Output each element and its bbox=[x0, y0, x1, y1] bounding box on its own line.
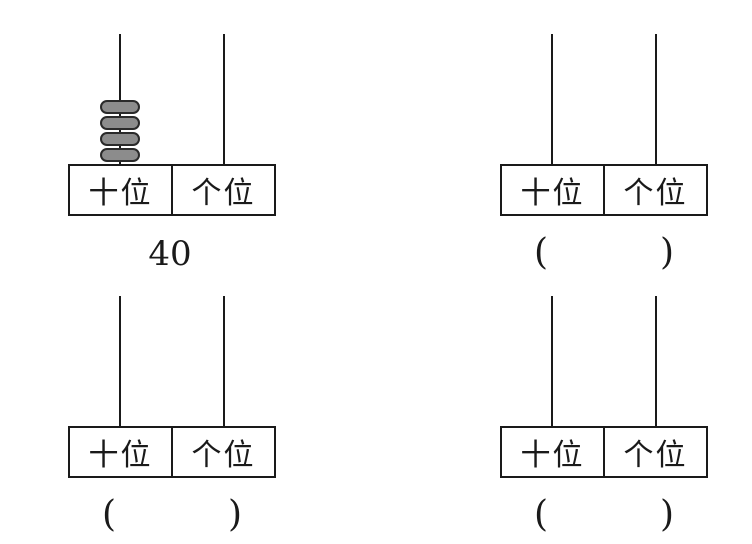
place-value-base: 十位 个位 bbox=[68, 426, 276, 478]
answer-blank[interactable]: ( ) bbox=[500, 492, 704, 542]
ones-rod bbox=[223, 34, 225, 164]
abacus-1: 十位 个位 40 bbox=[68, 34, 276, 274]
place-value-base: 十位 个位 bbox=[68, 164, 276, 216]
tens-place-label: 十位 bbox=[520, 176, 585, 211]
tens-rod bbox=[119, 296, 121, 426]
ones-place-label: 个位 bbox=[603, 166, 706, 214]
ones-place-label: 个位 bbox=[171, 428, 274, 476]
close-paren: ) bbox=[660, 232, 675, 273]
ones-place-label: 个位 bbox=[603, 428, 706, 476]
place-value-base: 十位 个位 bbox=[500, 426, 708, 478]
open-paren: ( bbox=[534, 494, 549, 535]
tens-place-label: 十位 bbox=[88, 438, 153, 473]
tens-place-label: 十位 bbox=[520, 438, 585, 473]
close-paren: ) bbox=[660, 494, 675, 535]
answer-value: 40 bbox=[148, 234, 192, 274]
bead bbox=[100, 132, 140, 146]
open-paren: ( bbox=[102, 494, 117, 535]
bead bbox=[100, 100, 140, 114]
answer-area: 40 bbox=[68, 230, 272, 280]
tens-rod bbox=[551, 296, 553, 426]
tens-place-label: 十位 bbox=[88, 176, 153, 211]
bead bbox=[100, 116, 140, 130]
abacus-3: 十位 个位 ( ) bbox=[68, 296, 276, 535]
abacus-2: 十位 个位 ( ) bbox=[500, 34, 708, 273]
bead bbox=[100, 148, 140, 162]
ones-rod bbox=[655, 34, 657, 164]
abacus-4: 十位 个位 ( ) bbox=[500, 296, 708, 535]
tens-rod bbox=[551, 34, 553, 164]
open-paren: ( bbox=[534, 232, 549, 273]
tens-rod bbox=[119, 34, 121, 164]
ones-place-label: 个位 bbox=[171, 166, 274, 214]
answer-blank[interactable]: ( ) bbox=[68, 492, 272, 542]
close-paren: ) bbox=[228, 494, 243, 535]
ones-rod bbox=[655, 296, 657, 426]
place-value-base: 十位 个位 bbox=[500, 164, 708, 216]
answer-blank[interactable]: ( ) bbox=[500, 230, 704, 280]
ones-rod bbox=[223, 296, 225, 426]
